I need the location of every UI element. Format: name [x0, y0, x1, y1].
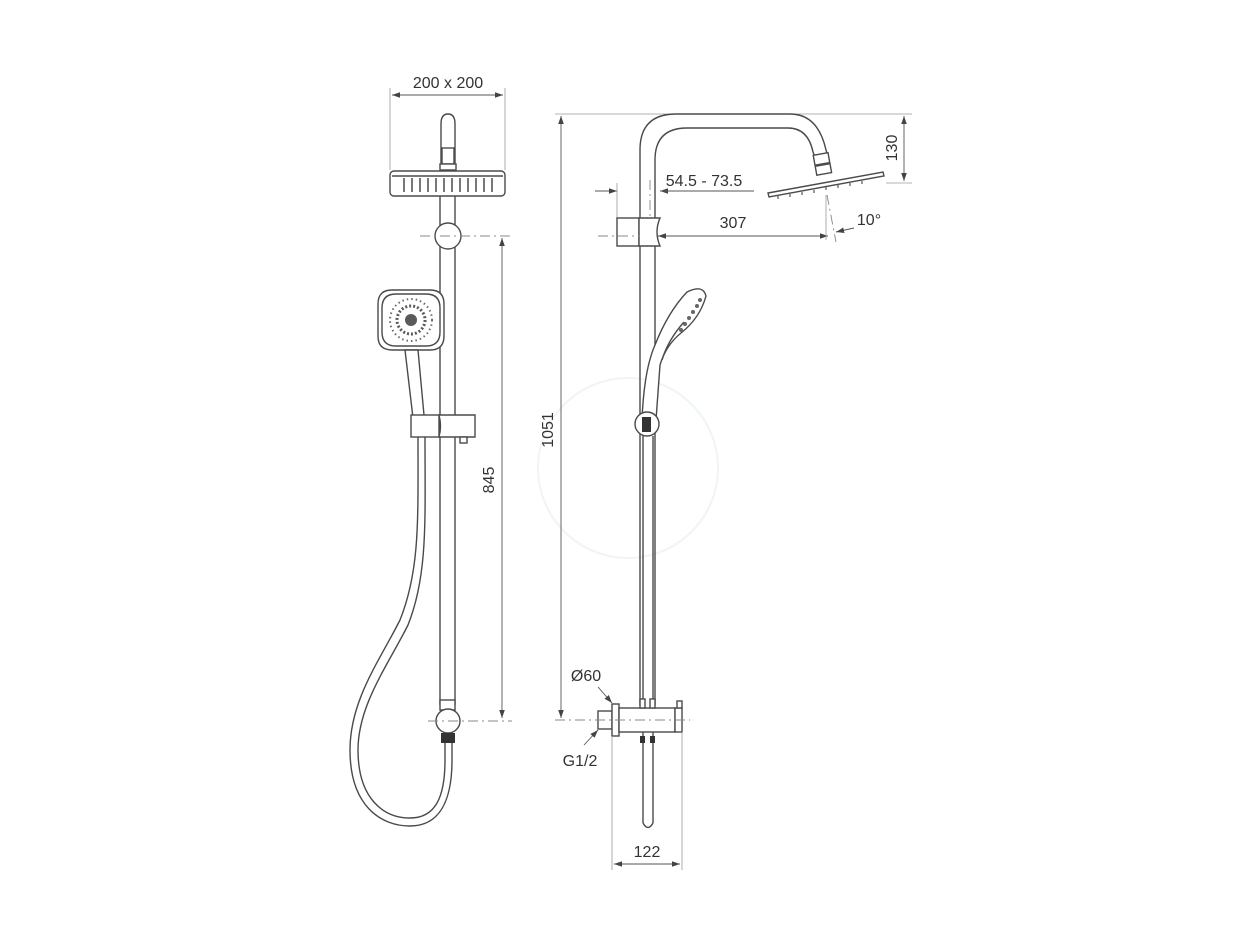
overhead-shower-head-side: [767, 151, 885, 199]
dim-mixer-depth: 122: [611, 732, 683, 870]
dim-label-wall-distance: 54.5 - 73.5: [666, 173, 743, 190]
overhead-arm-front: [439, 113, 457, 171]
hand-shower-side: [641, 288, 707, 421]
slide-holder-side: [634, 411, 660, 437]
dim-label-arm-height: 130: [884, 135, 901, 162]
dim-label-flange-diameter: Ø60: [571, 668, 601, 685]
side-view: 1051 130: [540, 113, 912, 870]
dim-arm-height: 130: [884, 116, 912, 184]
shower-hose-front: [349, 436, 453, 827]
shower-hose-side: [642, 436, 654, 829]
dim-arm-reach: 307: [598, 215, 828, 239]
front-view: 200 x 200: [349, 75, 512, 827]
riser-rail-front: [439, 196, 456, 705]
dim-head-tilt: 10°: [825, 194, 881, 243]
dim-label-arm-reach: 307: [720, 215, 747, 232]
dim-label-rail-length: 845: [481, 467, 498, 494]
dim-label-mixer-depth: 122: [634, 844, 661, 861]
wall-bracket-side: [616, 217, 662, 247]
dim-inlet-thread: G1/2: [563, 729, 599, 770]
dim-label-total-height: 1051: [540, 412, 557, 448]
lower-connector-front: [435, 699, 461, 743]
hand-shower-front: [377, 289, 445, 419]
dim-label-head-tilt: 10°: [857, 212, 881, 229]
dim-flange-diameter: Ø60: [571, 668, 613, 704]
dim-label-overhead-size: 200 x 200: [413, 75, 483, 92]
overhead-shower-head-front: [389, 170, 506, 197]
thermostatic-mixer-side: [597, 698, 683, 743]
dim-label-inlet-thread: G1/2: [563, 753, 598, 770]
watermark-logo: [537, 377, 719, 559]
riser-and-arm-side: [639, 113, 829, 705]
dim-overhead-size: 200 x 200: [389, 75, 506, 170]
dim-rail-length: 845: [481, 238, 505, 718]
dim-total-height: 1051: [540, 116, 564, 718]
slide-holder-front: [410, 414, 476, 444]
